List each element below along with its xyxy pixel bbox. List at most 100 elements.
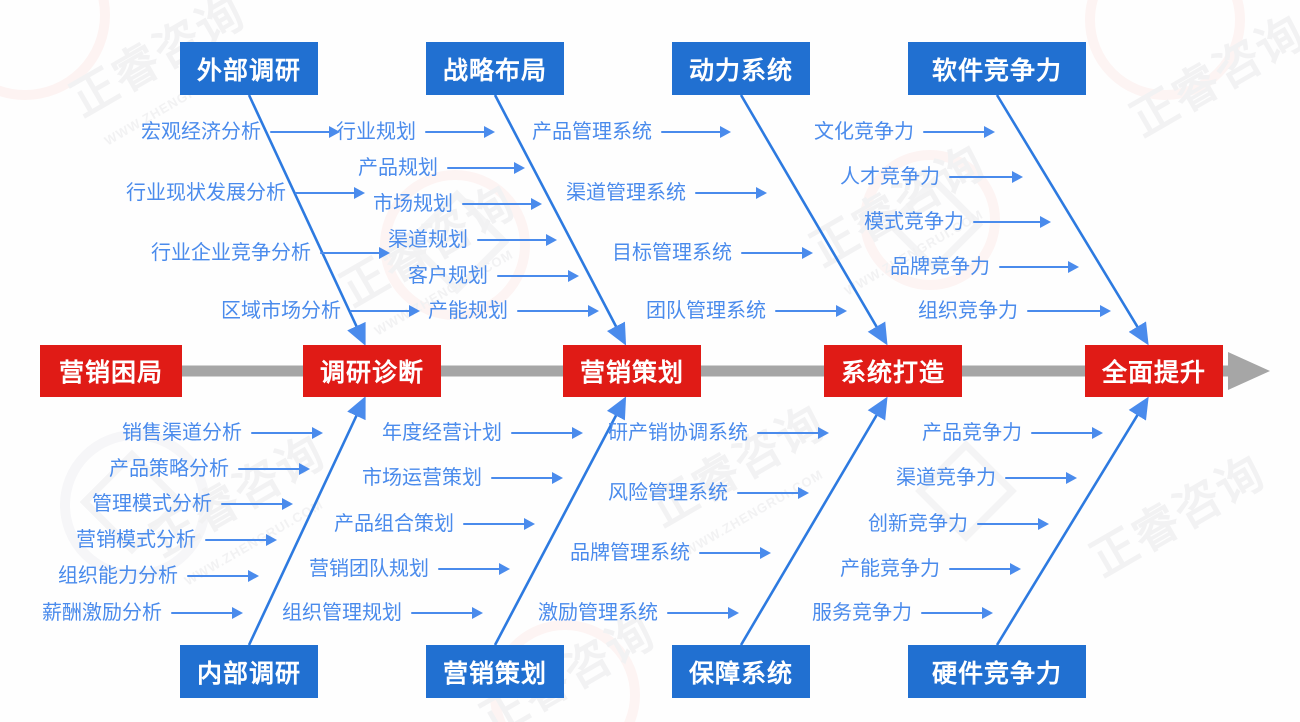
arrow-icon <box>949 171 1023 183</box>
cause-row[interactable]: 营销模式分析 <box>76 527 277 553</box>
spine-node-5[interactable]: 全面提升 <box>1085 345 1223 397</box>
category-label: 动力系统 <box>688 56 793 85</box>
cause-label: 创新竞争力 <box>868 513 968 535</box>
arrow-icon <box>667 607 739 619</box>
cause-label: 人才竞争力 <box>840 166 940 188</box>
cause-row[interactable]: 行业现状发展分析 <box>126 180 365 206</box>
spine-node-1[interactable]: 营销困局 <box>40 345 182 397</box>
arrow-icon <box>425 126 495 138</box>
category-label: 软件竞争力 <box>931 56 1062 85</box>
arrow-icon <box>497 270 579 282</box>
cause-row[interactable]: 目标管理系统 <box>612 240 813 266</box>
cause-row[interactable]: 组织管理规划 <box>282 600 483 626</box>
category-box-bottom-2[interactable]: 营销策划 <box>426 645 564 698</box>
category-box-bottom-4[interactable]: 硬件竞争力 <box>908 645 1086 698</box>
arrow-icon <box>1005 472 1077 484</box>
cause-row[interactable]: 产能规划 <box>428 298 599 324</box>
cause-row[interactable]: 营销团队规划 <box>309 556 510 582</box>
cause-label: 组织竞争力 <box>918 300 1018 322</box>
cause-row[interactable]: 产品竞争力 <box>922 420 1103 446</box>
cause-label: 渠道规划 <box>388 229 468 251</box>
cause-row[interactable]: 品牌竞争力 <box>890 254 1079 280</box>
arrow-icon <box>238 463 310 475</box>
cause-row[interactable]: 产能竞争力 <box>840 556 1021 582</box>
arrow-icon <box>661 126 731 138</box>
cause-row[interactable]: 模式竞争力 <box>864 209 1051 235</box>
cause-row[interactable]: 市场规划 <box>373 191 542 217</box>
cause-row[interactable]: 行业企业竞争分析 <box>151 240 390 266</box>
arrow-icon <box>447 162 525 174</box>
cause-label: 年度经营计划 <box>382 422 502 444</box>
arrow-icon <box>517 305 599 317</box>
cause-row[interactable]: 渠道规划 <box>388 227 557 253</box>
arrow-icon <box>737 487 809 499</box>
cause-row[interactable]: 组织竞争力 <box>918 298 1111 324</box>
cause-row[interactable]: 激励管理系统 <box>538 600 739 626</box>
cause-row[interactable]: 研产销协调系统 <box>608 420 829 446</box>
cause-row[interactable]: 区域市场分析 <box>221 298 420 324</box>
category-label: 营销策划 <box>442 659 547 688</box>
category-label: 外部调研 <box>196 56 301 85</box>
category-label: 内部调研 <box>196 659 301 688</box>
cause-row[interactable]: 组织能力分析 <box>58 563 259 589</box>
cause-label: 激励管理系统 <box>538 602 658 624</box>
category-box-top-3[interactable]: 动力系统 <box>672 42 810 95</box>
category-box-top-2[interactable]: 战略布局 <box>426 42 564 95</box>
cause-label: 产品规划 <box>358 157 438 179</box>
cause-row[interactable]: 渠道管理系统 <box>566 180 767 206</box>
cause-label: 产品管理系统 <box>532 121 652 143</box>
cause-label: 行业企业竞争分析 <box>151 242 311 264</box>
cause-label: 产品策略分析 <box>109 458 229 480</box>
cause-row[interactable]: 产品组合策划 <box>334 511 535 537</box>
cause-row[interactable]: 服务竞争力 <box>812 600 993 626</box>
arrow-icon <box>977 518 1049 530</box>
cause-row[interactable]: 客户规划 <box>408 263 579 289</box>
cause-row[interactable]: 产品规划 <box>358 155 525 181</box>
arrow-icon <box>491 472 563 484</box>
cause-row[interactable]: 品牌管理系统 <box>570 540 771 566</box>
arrow-icon <box>270 126 340 138</box>
cause-label: 品牌竞争力 <box>890 256 990 278</box>
spine-node-3[interactable]: 营销策划 <box>563 345 701 397</box>
cause-label: 宏观经济分析 <box>141 121 261 143</box>
category-box-top-1[interactable]: 外部调研 <box>180 42 318 95</box>
cause-row[interactable]: 渠道竞争力 <box>896 465 1077 491</box>
spine-node-label: 营销策划 <box>579 359 684 387</box>
cause-row[interactable]: 市场运营策划 <box>362 465 563 491</box>
cause-label: 研产销协调系统 <box>608 422 748 444</box>
cause-row[interactable]: 管理模式分析 <box>92 491 293 517</box>
cause-row[interactable]: 年度经营计划 <box>382 420 583 446</box>
category-box-bottom-3[interactable]: 保障系统 <box>672 645 810 698</box>
cause-label: 品牌管理系统 <box>570 542 690 564</box>
arrow-icon <box>999 261 1079 273</box>
arrow-icon <box>973 216 1051 228</box>
cause-label: 营销模式分析 <box>76 529 196 551</box>
cause-row[interactable]: 销售渠道分析 <box>122 420 323 446</box>
category-label: 战略布局 <box>442 56 547 85</box>
arrow-icon <box>205 534 277 546</box>
cause-row[interactable]: 风险管理系统 <box>608 480 809 506</box>
spine-node-4[interactable]: 系统打造 <box>824 345 962 397</box>
cause-label: 风险管理系统 <box>608 482 728 504</box>
cause-row[interactable]: 文化竞争力 <box>814 119 995 145</box>
arrow-icon <box>411 607 483 619</box>
cause-row[interactable]: 人才竞争力 <box>840 164 1023 190</box>
cause-label: 销售渠道分析 <box>122 422 242 444</box>
arrow-icon <box>775 305 847 317</box>
cause-row[interactable]: 产品管理系统 <box>532 119 731 145</box>
spine-node-2[interactable]: 调研诊断 <box>303 345 441 397</box>
category-box-top-4[interactable]: 软件竞争力 <box>908 42 1086 95</box>
cause-row[interactable]: 创新竞争力 <box>868 511 1049 537</box>
cause-row[interactable]: 团队管理系统 <box>646 298 847 324</box>
arrow-icon <box>320 247 390 259</box>
cause-row[interactable]: 产品策略分析 <box>109 456 310 482</box>
cause-row[interactable]: 薪酬激励分析 <box>42 600 243 626</box>
cause-label: 市场规划 <box>373 193 453 215</box>
category-box-bottom-1[interactable]: 内部调研 <box>180 645 318 698</box>
cause-label: 行业规划 <box>336 121 416 143</box>
arrow-icon <box>949 563 1021 575</box>
arrow-icon <box>1031 427 1103 439</box>
cause-row[interactable]: 行业规划 <box>336 119 495 145</box>
cause-label: 管理模式分析 <box>92 493 212 515</box>
cause-row[interactable]: 宏观经济分析 <box>141 119 340 145</box>
